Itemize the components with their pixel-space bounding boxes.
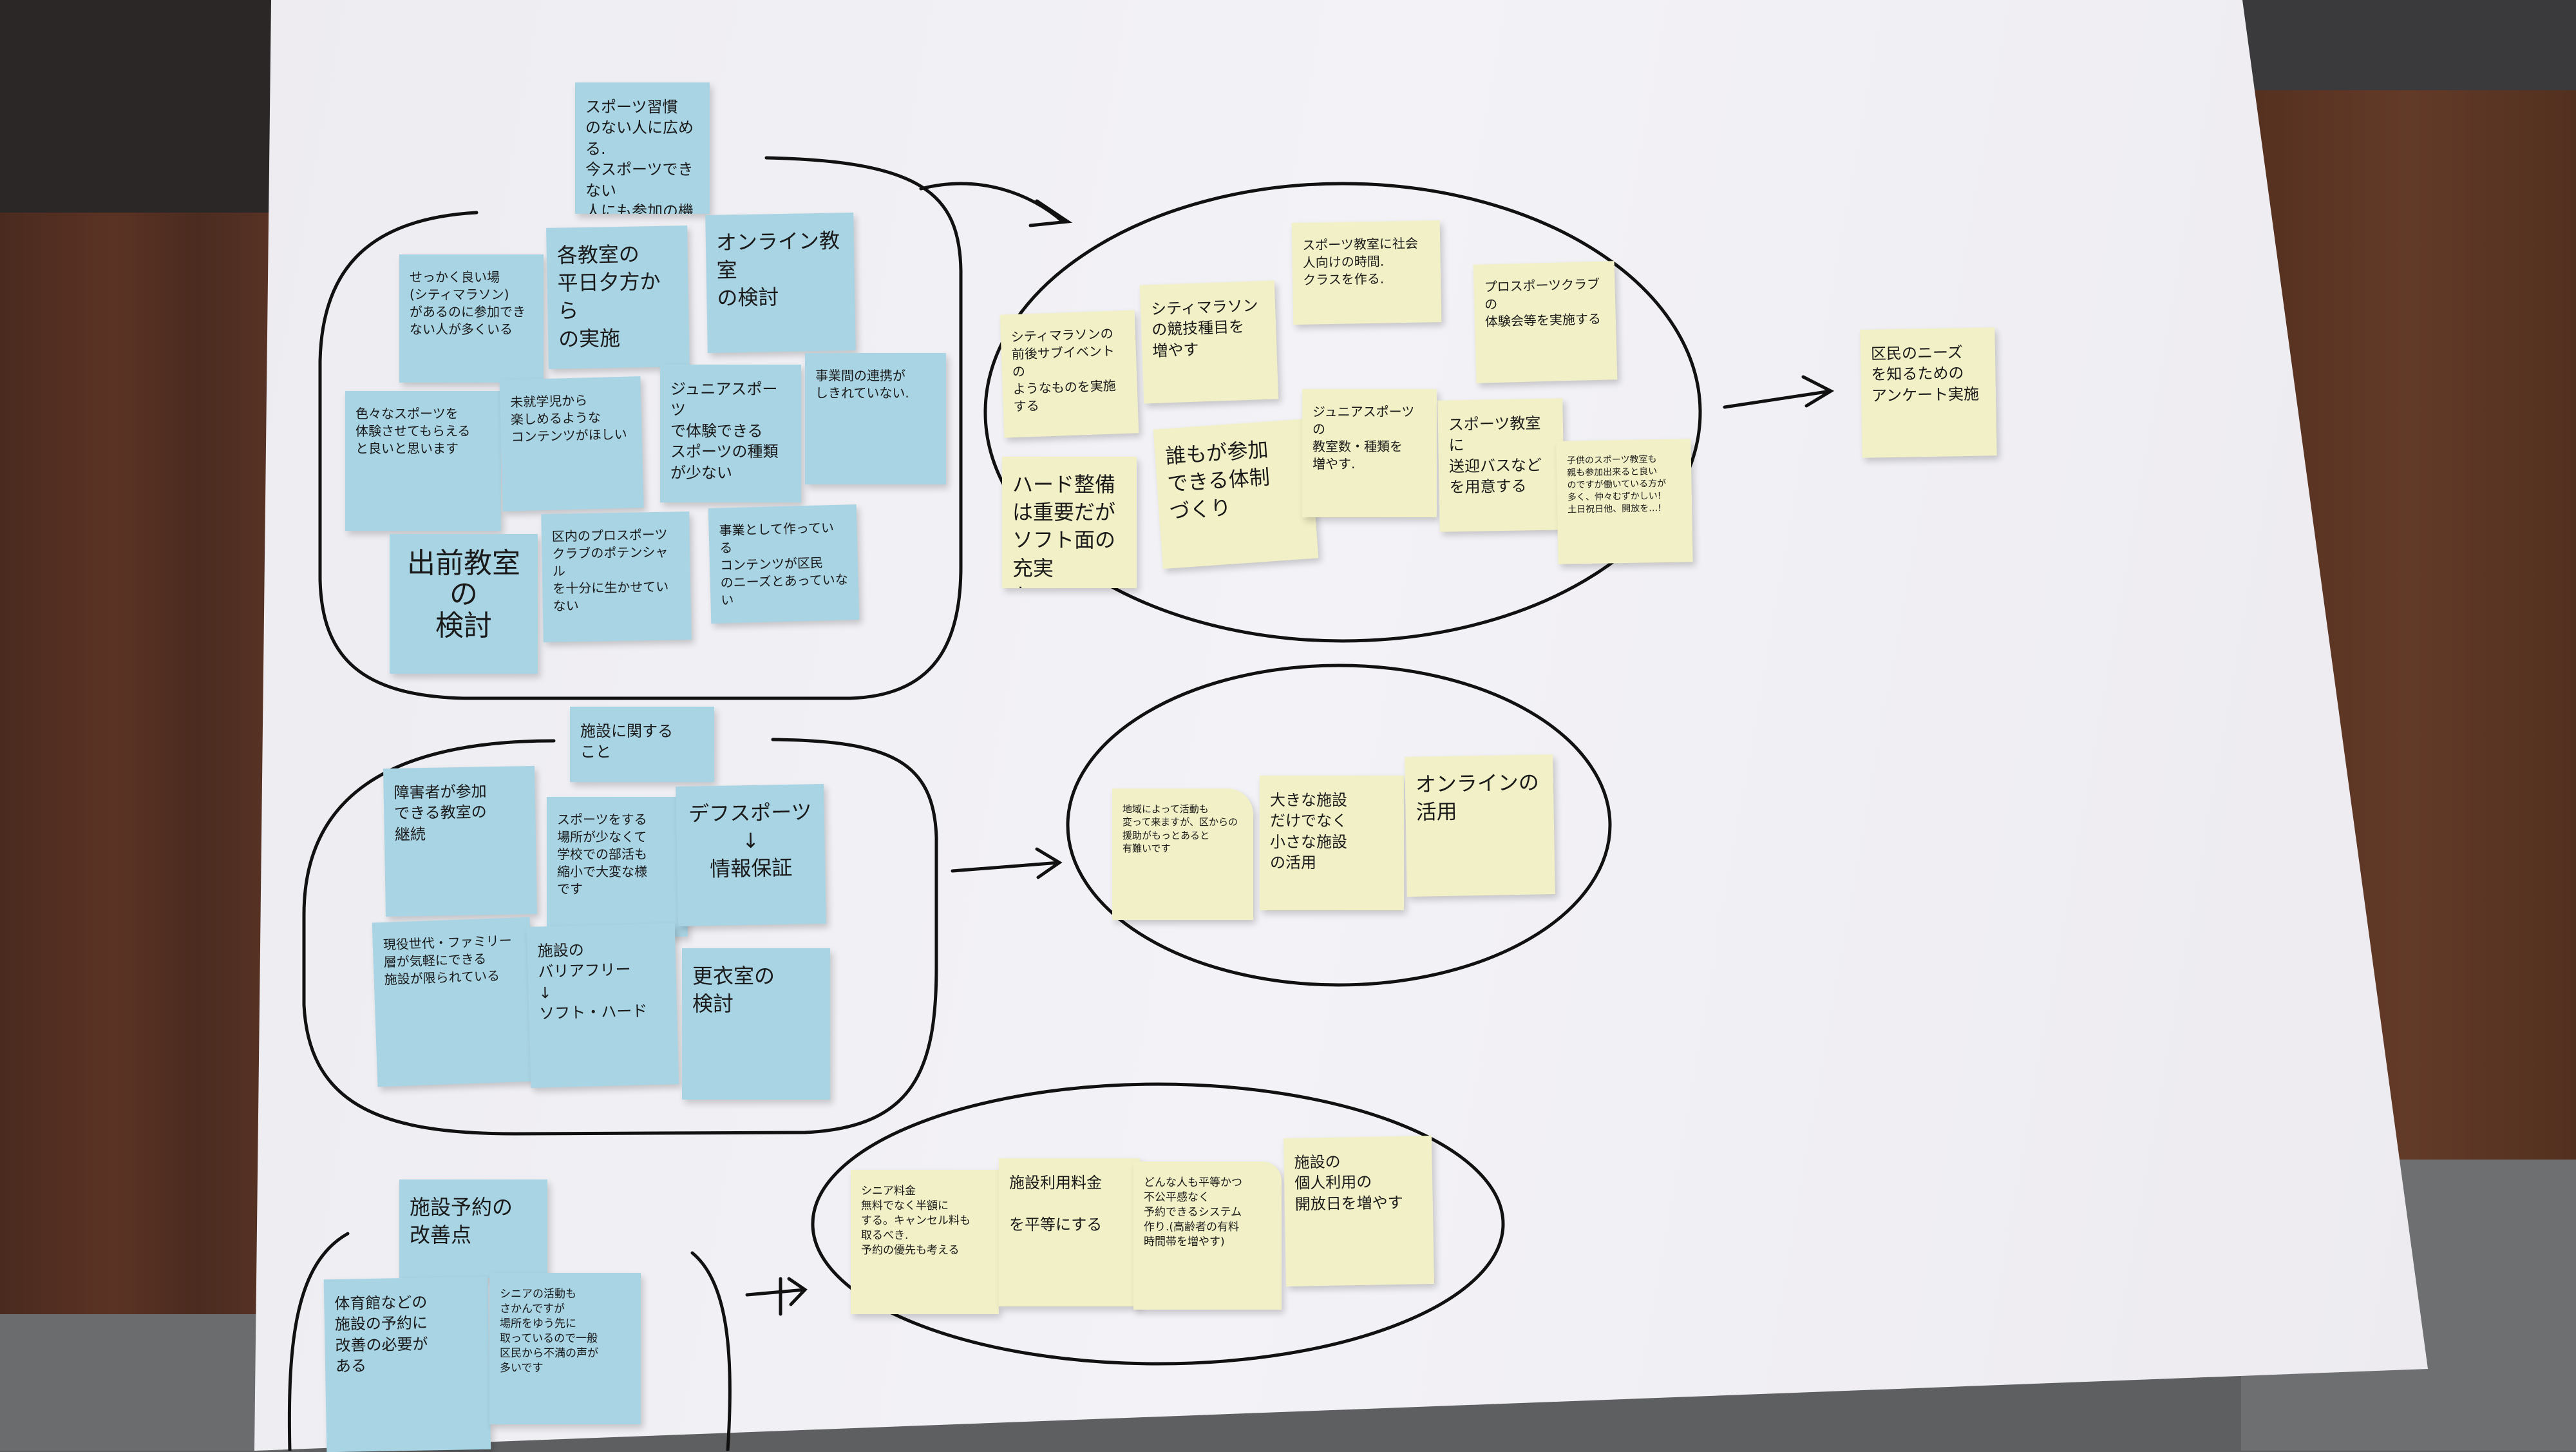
idea-note[interactable]: ジュニアスポーツの 教室数・種類を 増やす.	[1302, 389, 1437, 517]
issue-note[interactable]: デフスポーツ ↓ 情報保証	[676, 784, 826, 926]
wooden-table-left	[0, 213, 283, 1314]
issue-note[interactable]: 施設の バリアフリー ↓ ソフト・ハード	[526, 923, 679, 1088]
survey-note[interactable]: 区民のニーズ を知るための アンケート実施	[1860, 327, 1997, 458]
group3-header-note[interactable]: 施設予約の 改善点	[399, 1180, 547, 1278]
issue-note[interactable]: 各教室の 平日夕方から の実施	[546, 225, 690, 369]
issue-note[interactable]: 現役世代・ファミリー 層が気軽にできる 施設が限られている	[372, 917, 536, 1087]
issue-note[interactable]: 出前教室 の 検討	[390, 534, 538, 674]
issue-note[interactable]: 障害者が参加 できる教室の 継続	[383, 765, 537, 917]
arrow-3	[951, 847, 1063, 879]
idea-note[interactable]: 施設利用料金 を平等にする	[999, 1158, 1140, 1306]
issue-note[interactable]: 体育館などの 施設の予約に 改善の必要が ある	[323, 1276, 491, 1452]
issue-note[interactable]: 更衣室の 検討	[682, 948, 830, 1100]
issue-note[interactable]: 区内のプロスポーツ クラブのポテンシャル を十分に生かせていない	[541, 511, 692, 642]
issue-note[interactable]: 事業として作っている コンテンツが区民 のニーズとあっていない	[708, 504, 860, 624]
idea-note[interactable]: シニア料金 無料でなく半額に する。キャンセル料も 取るべき. 予約の優先も考え…	[851, 1170, 999, 1314]
issue-note[interactable]: シニアの活動も さかんですが 場所をゆう先に 取っているので一般 区民から不満の…	[489, 1273, 641, 1424]
group2-ideas-outline	[1066, 664, 1612, 987]
issue-note[interactable]: せっかく良い場 (シティマラソン) があるのに参加でき ない人が多くいる	[399, 254, 544, 383]
idea-note[interactable]: プロスポーツクラブの 体験会等を実施する	[1473, 261, 1618, 383]
background-right	[2241, 0, 2576, 90]
issue-note[interactable]: 未就学児から 楽しめるような コンテンツがほしい	[499, 376, 644, 511]
idea-note[interactable]: シティマラソンの 前後サブイベントの ようなものを実施する	[999, 310, 1139, 438]
arrow-1	[919, 182, 1073, 227]
idea-note[interactable]: スポーツ教室に 送迎バスなど を用意する	[1437, 398, 1565, 532]
issue-note[interactable]: ジュニアスポーツ で体験できる スポーツの種類 が少ない	[660, 365, 801, 502]
idea-note[interactable]: オンラインの 活用	[1405, 754, 1555, 897]
idea-note[interactable]: 施設の 個人利用の 開放日を増やす	[1283, 1136, 1434, 1286]
idea-note[interactable]: ハード整備 は重要だが ソフト面の充実 も……	[1002, 457, 1137, 588]
group3-ideas-outline	[811, 1082, 1505, 1366]
group3-outline	[287, 1232, 732, 1451]
issue-note[interactable]: スポーツをする 場所が少なくて 学校での部活も 縮小で大変な様 です	[547, 797, 688, 937]
idea-note[interactable]: 子供のスポーツ教室も 親も参加出来ると良い のですが働いている方が 多く、仲々む…	[1556, 439, 1693, 564]
group1-outline	[318, 156, 963, 700]
group2-header-note[interactable]: 施設に関する こと	[570, 707, 714, 782]
arrow-4	[745, 1277, 808, 1316]
floor-left	[0, 1314, 283, 1451]
idea-note[interactable]: どんな人も平等かつ 不公平感なく 予約できるシステム 作り.(高齢者の有料 時間…	[1133, 1161, 1282, 1310]
group1-header-note[interactable]: スポーツ習慣 のない人に広める. 今スポーツできない 人にも参加の機会 を作る.	[575, 82, 710, 214]
idea-note[interactable]: スポーツ教室に社会 人向けの時間. クラスを作る.	[1291, 220, 1442, 325]
idea-note[interactable]: シティマラソン の競技種目を 増やす	[1139, 280, 1279, 404]
arrow-2	[1723, 375, 1835, 409]
issue-note[interactable]: オンライン教室 の検討	[705, 213, 856, 353]
idea-note[interactable]: 大きな施設 だけでなく 小さな施設 の活用	[1260, 776, 1404, 910]
idea-note[interactable]: 地域によって活動も 変って来ますが、区からの 援助がもっとあると 有難いです	[1112, 788, 1253, 920]
office-chair	[0, 0, 283, 219]
issue-note[interactable]: 色々なスポーツを 体験させてもらえる と良いと思います	[345, 391, 501, 531]
group1-ideas-outline	[983, 182, 1702, 643]
issue-note[interactable]: 事業間の連携が しきれていない.	[805, 353, 946, 484]
group2-outline	[302, 738, 938, 1136]
idea-note[interactable]: 誰もが参加 できる体制 づくり	[1153, 418, 1319, 569]
